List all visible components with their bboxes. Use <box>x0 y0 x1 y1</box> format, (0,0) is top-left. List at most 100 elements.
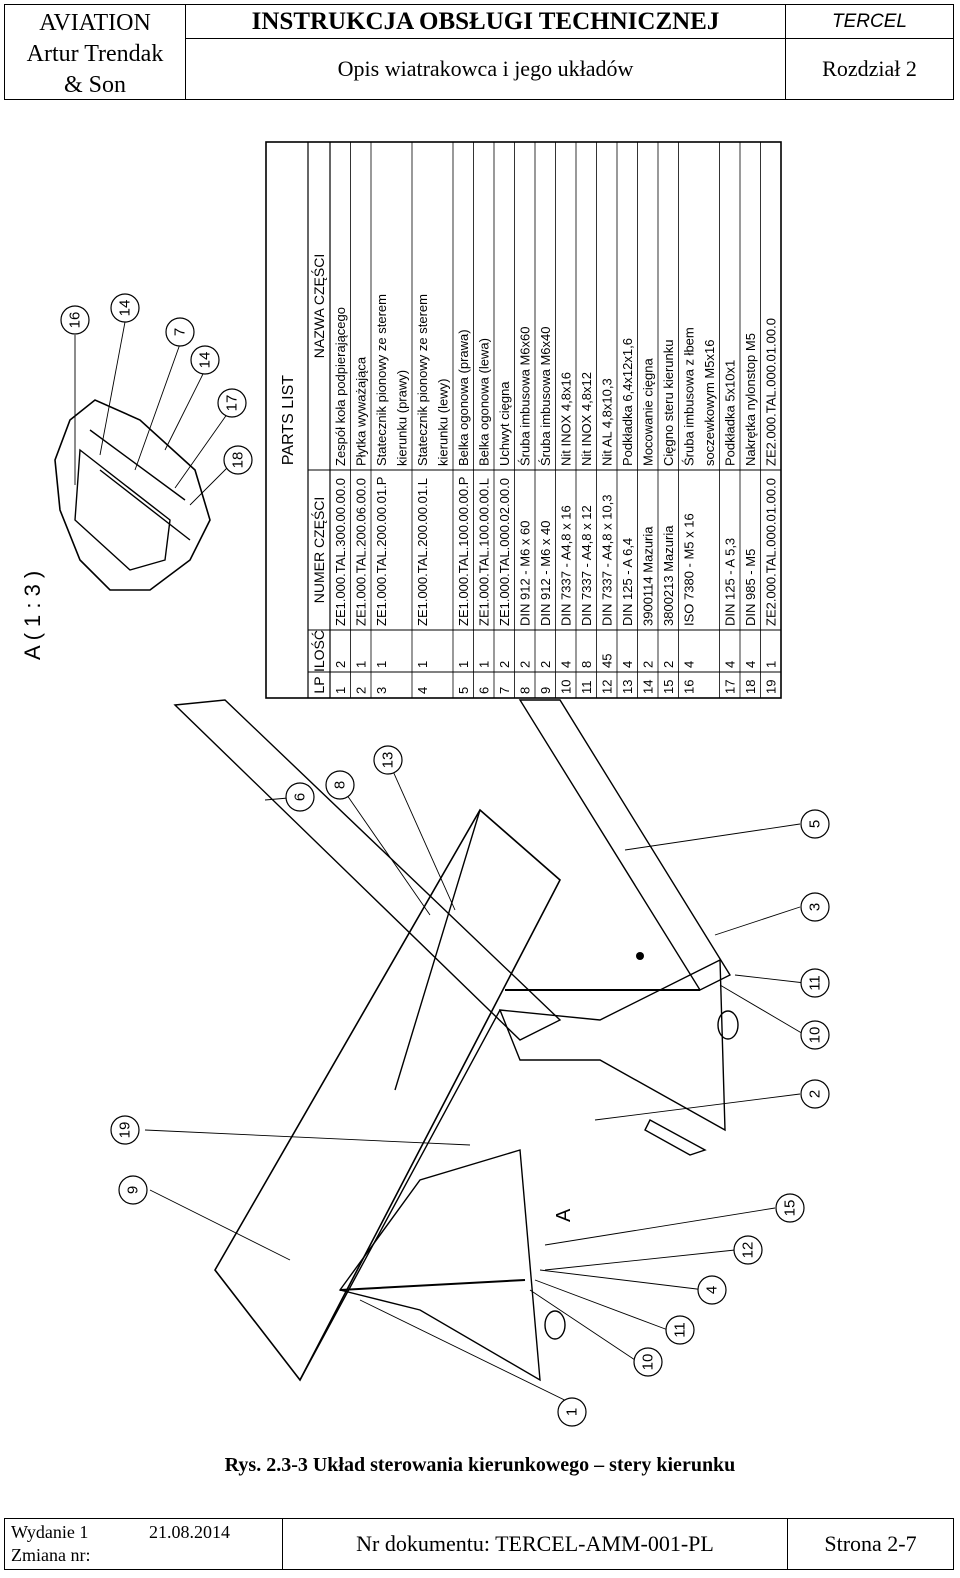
row-15-name-line1: Śruba imbusowa z łbem <box>682 327 697 466</box>
chapter-label: Rozdział 2 <box>822 56 917 81</box>
row-2-part-number: ZE1.000.TAL.200.00.01.P <box>374 477 389 626</box>
main-callout-label-15: 1 <box>564 1408 581 1416</box>
change-label: Zmiana nr: <box>11 1545 91 1565</box>
row-14-part-number: 3800213 Mazuria <box>661 525 676 626</box>
row-6-part-number: ZE1.000.TAL.000.02.00.0 <box>497 478 512 626</box>
row-5-name: Belka ogonowa (lewa) <box>477 338 492 466</box>
main-callout-label-14: 10 <box>640 1354 657 1371</box>
row-1-qty: 1 <box>354 661 369 668</box>
row-11-part-number: DIN 7337 - A4,8 x 10,3 <box>600 494 615 626</box>
section-title: Opis wiatrakowca i jego układów <box>337 56 634 81</box>
main-callout-circle-9 <box>118 1175 148 1205</box>
detail-callout-circle-3 <box>190 345 220 375</box>
main-callout-circle-3 <box>800 809 830 839</box>
detail-callout-circle-1 <box>110 293 140 323</box>
row-12-part-number: DIN 125 - A 6,4 <box>620 538 635 626</box>
main-callout-label-7: 2 <box>807 1090 824 1098</box>
row-18-qty: 1 <box>764 661 779 668</box>
main-callout-label-12: 4 <box>704 1286 721 1294</box>
detail-callout-label-3: 14 <box>197 352 214 369</box>
row-17-part-number: DIN 985 - M5 <box>743 549 758 626</box>
row-17-qty: 4 <box>743 661 758 668</box>
view-marker: A <box>553 1208 575 1222</box>
row-2-qty: 1 <box>374 661 389 668</box>
header-middle: INSTRUKCJA OBSŁUGI TECHNICZNEJ Opis wiat… <box>186 5 786 99</box>
row-6-lp: 7 <box>497 687 512 694</box>
main-callout-label-6: 10 <box>807 1027 824 1044</box>
row-0-qty: 2 <box>333 661 348 668</box>
page-footer: Wydanie 1 21.08.2014 Zmiana nr: Nr dokum… <box>4 1518 954 1570</box>
main-callout-circle-4 <box>800 892 830 922</box>
row-14-qty: 2 <box>661 661 676 668</box>
row-16-lp: 17 <box>723 680 738 694</box>
row-5-lp: 6 <box>477 687 492 694</box>
row-12-name: Podkładka 6,4x12x1,6 <box>620 338 635 466</box>
table-header-1: ILOŚĆ <box>310 630 327 672</box>
detail-callout-label-5: 18 <box>230 452 247 469</box>
drawing-linework <box>54 399 739 1382</box>
reference-dot <box>636 952 644 960</box>
row-8-qty: 2 <box>538 661 553 668</box>
main-callout-circle-5 <box>800 968 830 998</box>
row-10-qty: 8 <box>579 661 594 668</box>
row-4-part-number: ZE1.000.TAL.100.00.00.P <box>456 477 471 626</box>
main-callout-circle-8 <box>110 1115 140 1145</box>
aircraft-name: TERCEL <box>786 5 953 39</box>
row-2-lp: 3 <box>374 687 389 694</box>
row-15-lp: 16 <box>682 680 697 694</box>
main-callout-circle-6 <box>800 1020 830 1050</box>
row-4-name: Belka ogonowa (prawa) <box>456 329 471 466</box>
main-callout-label-9: 9 <box>125 1186 142 1194</box>
table-header-2: NUMER CZĘŚCI <box>310 497 327 604</box>
row-12-qty: 4 <box>620 661 635 668</box>
row-9-part-number: DIN 7337 - A4,8 x 16 <box>559 505 574 626</box>
row-5-qty: 1 <box>477 661 492 668</box>
row-8-part-number: DIN 912 - M6 x 40 <box>538 521 553 627</box>
row-8-name: Śruba imbusowa M6x40 <box>538 327 553 466</box>
main-callout-label-2: 13 <box>380 752 397 769</box>
row-16-name: Podkładka 5x10x1 <box>723 360 738 466</box>
row-10-lp: 11 <box>579 681 594 695</box>
company-name: AVIATION Artur Trendak & Son <box>5 5 186 99</box>
row-3-name-line2: kierunku (lewy) <box>436 379 451 466</box>
row-3-qty: 1 <box>415 661 430 668</box>
main-callout-circle-10 <box>775 1193 805 1223</box>
main-callout-circle-14 <box>633 1347 663 1377</box>
row-18-name: ZE2.000.TAL.000.01.00.0 <box>764 318 779 466</box>
main-callout-circle-15 <box>557 1397 587 1427</box>
main-callout-label-13: 11 <box>672 1322 689 1338</box>
row-6-qty: 2 <box>497 661 512 668</box>
detail-callout-circle-4 <box>217 388 247 418</box>
row-7-qty: 2 <box>518 661 533 668</box>
row-10-name: Nit INOX 4,8x12 <box>579 372 594 466</box>
document-title: INSTRUKCJA OBSŁUGI TECHNICZNEJ <box>186 5 785 39</box>
row-17-name: Nakrętka nylonstop M5 <box>743 333 758 466</box>
row-5-part-number: ZE1.000.TAL.100.00.00.L <box>477 478 492 626</box>
row-18-part-number: ZE2.000.TAL.000.01.00.0 <box>764 478 779 626</box>
table-header-0: LP <box>311 676 327 693</box>
table-header-3: NAZWA CZĘŚCI <box>310 254 327 359</box>
main-callout-label-0: 6 <box>292 793 309 801</box>
company-line-1: AVIATION <box>39 10 151 36</box>
row-14-lp: 15 <box>661 680 676 694</box>
parts-list-title: PARTS LIST <box>280 375 297 465</box>
edition-date: 21.08.2014 <box>149 1522 230 1542</box>
row-16-qty: 4 <box>723 661 738 668</box>
edition-label: Wydanie 1 <box>11 1522 89 1542</box>
main-callout-circle-2 <box>373 745 403 775</box>
main-callout-circle-11 <box>733 1235 763 1265</box>
main-callout-circle-1 <box>325 770 355 800</box>
detail-callout-circle-2 <box>165 317 195 347</box>
main-callout-label-4: 3 <box>807 903 824 911</box>
detail-callout-label-0: 16 <box>67 312 84 329</box>
row-4-qty: 1 <box>456 661 471 668</box>
row-16-part-number: DIN 125 - A 5,3 <box>723 538 738 626</box>
document-number: Nr dokumentu: TERCEL-AMM-001-PL <box>283 1519 788 1569</box>
row-4-lp: 5 <box>456 687 471 694</box>
row-1-lp: 2 <box>354 687 369 694</box>
company-line-3: & Son <box>63 72 126 98</box>
row-8-lp: 9 <box>538 687 553 694</box>
footer-edition-cell: Wydanie 1 21.08.2014 Zmiana nr: <box>5 1519 283 1569</box>
row-7-lp: 8 <box>518 687 533 694</box>
